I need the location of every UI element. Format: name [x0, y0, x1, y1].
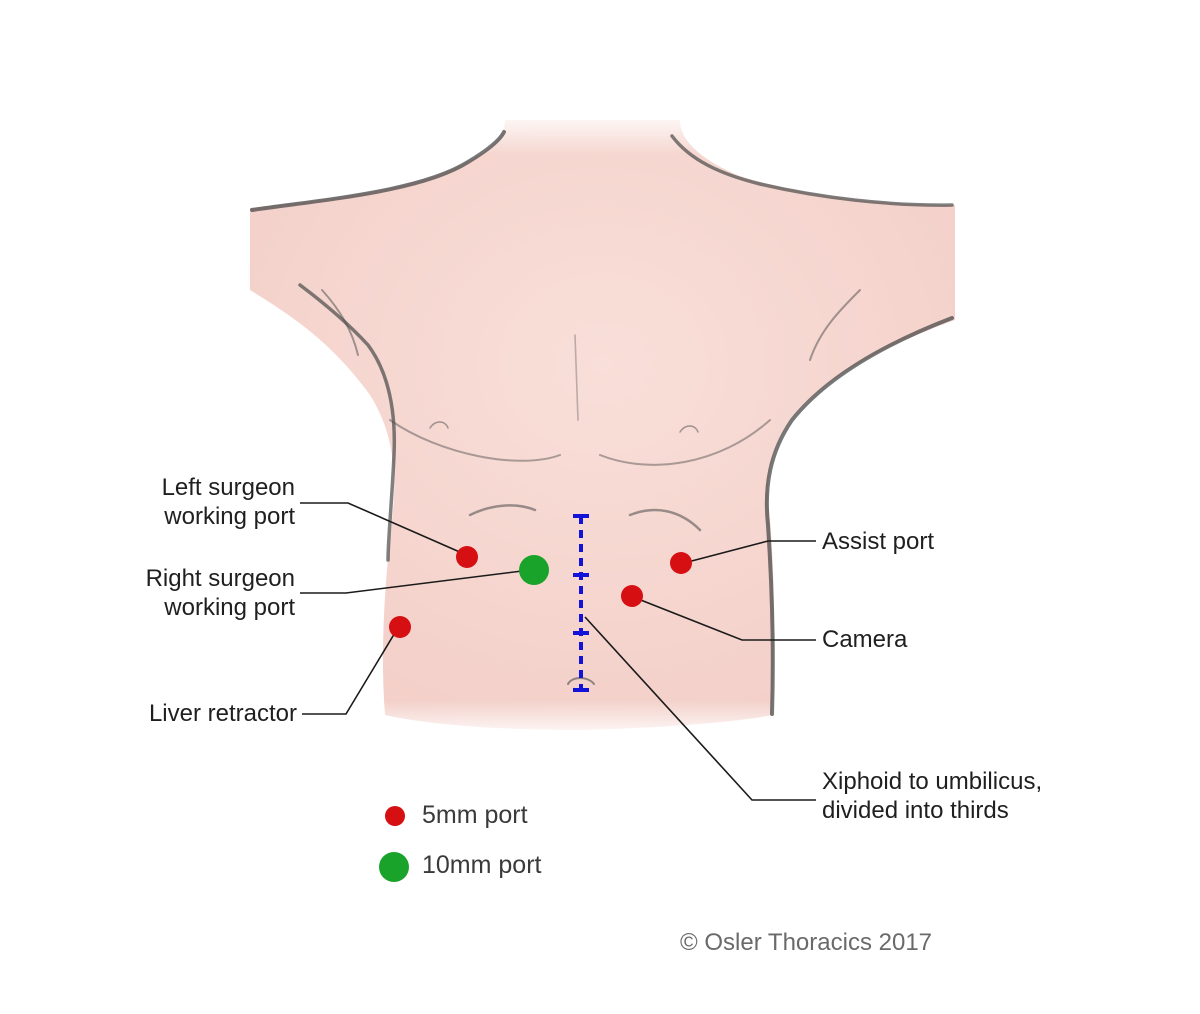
leader-liver-retractor — [302, 630, 397, 715]
label-right-surgeon-line2: working port — [164, 594, 295, 621]
xiphoid-umbilicus-midline — [573, 514, 589, 692]
label-liver-retractor: Liver retractor — [149, 699, 297, 728]
label-right-surgeon-port: Right surgeon working port — [146, 564, 295, 622]
label-xiphoid-line1: Xiphoid to umbilicus, — [822, 768, 1043, 795]
label-left-surgeon-port: Left surgeon working port — [162, 473, 295, 531]
label-right-surgeon-line1: Right surgeon — [145, 565, 295, 592]
label-camera: Camera — [822, 625, 907, 654]
leader-lines — [300, 502, 816, 801]
port-right-surgeon — [519, 555, 549, 585]
label-liver-retractor-text: Liver retractor — [148, 700, 297, 727]
label-assist-port: Assist port — [822, 527, 934, 556]
legend-10mm-marker — [379, 852, 409, 882]
port-camera — [621, 585, 643, 607]
label-xiphoid-umbilicus: Xiphoid to umbilicus, divided into third… — [822, 767, 1042, 825]
leader-camera — [632, 596, 816, 641]
torso-outline — [250, 130, 954, 716]
port-left-surgeon — [456, 546, 478, 568]
leader-xiphoid — [584, 616, 816, 801]
leader-left-surgeon — [300, 502, 463, 554]
torso-skin — [250, 120, 955, 730]
label-camera-text: Camera — [822, 626, 908, 653]
copyright-text: © Osler Thoracics 2017 — [680, 929, 933, 956]
legend-5mm-label: 5mm port — [422, 801, 528, 829]
port-assist — [670, 552, 692, 574]
leader-right-surgeon — [300, 569, 531, 594]
label-assist-port-text: Assist port — [822, 528, 935, 555]
label-left-surgeon-line1: Left surgeon — [161, 474, 295, 501]
label-left-surgeon-line2: working port — [164, 503, 295, 530]
leader-assist-port — [683, 540, 816, 564]
label-xiphoid-line2: divided into thirds — [822, 797, 1009, 824]
port-markers — [389, 546, 692, 638]
port-liver-retractor — [389, 616, 411, 638]
legend-10mm-label: 10mm port — [422, 851, 542, 879]
legend-5mm-marker — [385, 806, 405, 826]
